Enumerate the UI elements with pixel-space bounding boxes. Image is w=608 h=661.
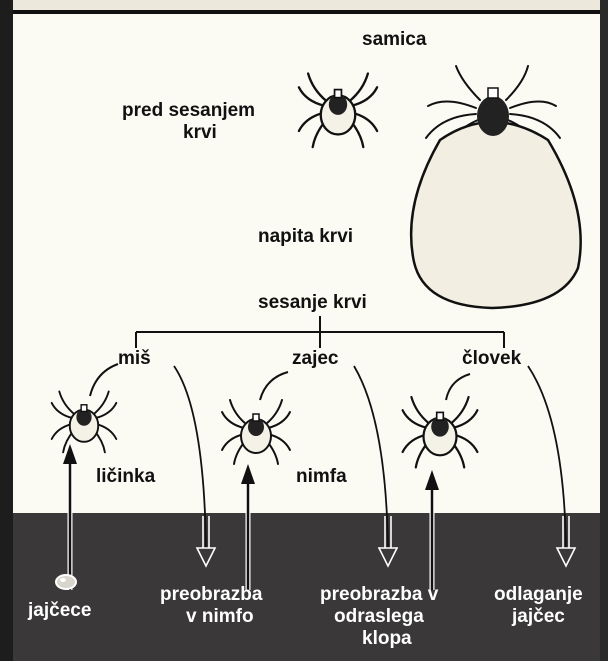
before-feeding-label-2: krvi [183, 122, 217, 144]
nymph-label: nimfa [296, 466, 347, 488]
feeding-bracket [136, 316, 504, 348]
nymph-tick-icon [222, 400, 290, 464]
larva-tick-icon [52, 392, 117, 453]
molt-to-nymph-label-2: v nimfo [186, 606, 254, 628]
molt-to-adult-label-3: klopa [362, 628, 412, 650]
engorged-label: napita krvi [258, 226, 353, 248]
egg-label: jajčece [28, 600, 91, 622]
molt-to-adult-label-2: odraslega [334, 606, 424, 628]
unfed-female-tick-icon [299, 74, 377, 148]
drop-arrowheads [197, 548, 575, 566]
female-label: samica [362, 29, 426, 51]
molt-to-adult-label: preobrazba v [320, 584, 438, 606]
drop-arrows-ground [203, 516, 569, 548]
host-hare-label: zajec [292, 348, 338, 370]
molt-to-nymph-label: preobrazba [160, 584, 262, 606]
drop-arrows [174, 366, 566, 548]
host-human-label: človek [462, 348, 521, 370]
egg-icon [56, 575, 76, 589]
egg-laying-label: odlaganje [494, 584, 583, 606]
engorged-female-tick-icon [411, 66, 581, 308]
adult-tick-icon [403, 397, 478, 467]
arrow-to-nymph [241, 464, 255, 590]
blood-feeding-label: sesanje krvi [258, 292, 367, 314]
before-feeding-label: pred sesanjem [122, 100, 255, 122]
egg-laying-label-2: jajčec [512, 606, 565, 628]
larva-label: ličinka [96, 466, 155, 488]
arrow-to-adult [425, 470, 439, 590]
arrow-egg-to-larva [63, 444, 77, 590]
host-mouse-label: miš [118, 348, 151, 370]
